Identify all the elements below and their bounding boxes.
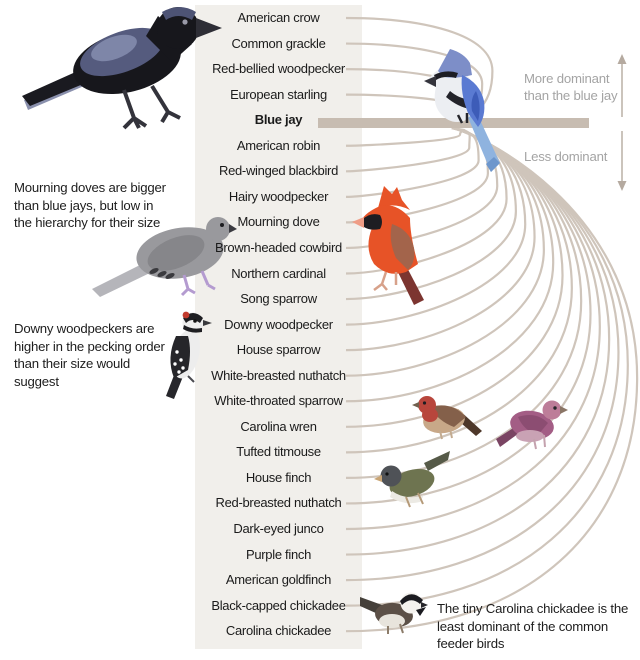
purple-finch-illustration [496, 400, 568, 450]
dark-eyed-junco-illustration [374, 451, 450, 508]
bird-row-brown-headed-cowbird: Brown-headed cowbird [215, 239, 342, 255]
bird-row-mourning-dove: Mourning dove [237, 214, 320, 230]
carolina-chickadee-note: The tiny Carolina chickadee is the least… [437, 601, 629, 651]
bird-row-purple-finch: Purple finch [245, 546, 312, 562]
bird-row-black-capped-chickadee: Black-capped chickadee [211, 597, 346, 613]
bird-row-white-throated-sparrow: White-throated sparrow [214, 393, 343, 409]
bird-row-northern-cardinal: Northern cardinal [231, 265, 326, 281]
downy-woodpecker-illustration [166, 311, 212, 399]
bird-row-european-starling: European starling [230, 86, 327, 102]
mourning-dove-illustration [92, 217, 237, 297]
northern-cardinal-illustration [352, 186, 424, 305]
bird-row-red-winged-blackbird: Red-winged blackbird [218, 163, 338, 179]
less-dominant-label: Less dominant [524, 149, 608, 164]
bird-row-white-breasted-nuthatch: White-breasted nuthatch [211, 367, 346, 383]
bird-row-blue-jay: Blue jay [254, 112, 303, 128]
bird-row-carolina-wren: Carolina wren [240, 418, 317, 434]
american-crow-illustration [22, 7, 222, 130]
bird-row-red-breasted-nuthatch: Red-breasted nuthatch [215, 495, 342, 511]
bird-row-dark-eyed-junco: Dark-eyed junco [233, 521, 324, 536]
bird-row-downy-woodpecker: Downy woodpecker [224, 316, 333, 332]
bird-row-song-sparrow: Song sparrow [240, 291, 317, 307]
bird-row-tufted-titmouse: Tufted titmouse [236, 444, 321, 460]
downy-woodpecker-note: Downy woodpeckers are higher in the peck… [14, 321, 165, 389]
bird-row-american-crow: American crow [237, 10, 320, 25]
bird-row-carolina-chickadee: Carolina chickadee [225, 623, 332, 639]
blue-jay-illustration [424, 49, 500, 172]
more-dominant-label: More dominant than the blue jay [524, 71, 618, 103]
carolina-chickadee-illustration [360, 592, 428, 634]
bird-row-common-grackle: Common grackle [231, 35, 326, 51]
house-finch-illustration [412, 396, 482, 440]
bird-row-house-sparrow: House sparrow [236, 342, 321, 358]
bird-list-panel [195, 5, 362, 649]
bird-row-hairy-woodpecker: Hairy woodpecker [228, 188, 329, 204]
bird-row-american-robin: American robin [236, 137, 321, 153]
bird-row-house-finch: House finch [245, 469, 312, 485]
mourning-dove-note: Mourning doves are bigger than blue jays… [14, 180, 166, 230]
bird-row-red-bellied-woodpecker: Red-bellied woodpecker [212, 61, 345, 77]
bird-row-american-goldfinch: American goldfinch [225, 572, 332, 588]
